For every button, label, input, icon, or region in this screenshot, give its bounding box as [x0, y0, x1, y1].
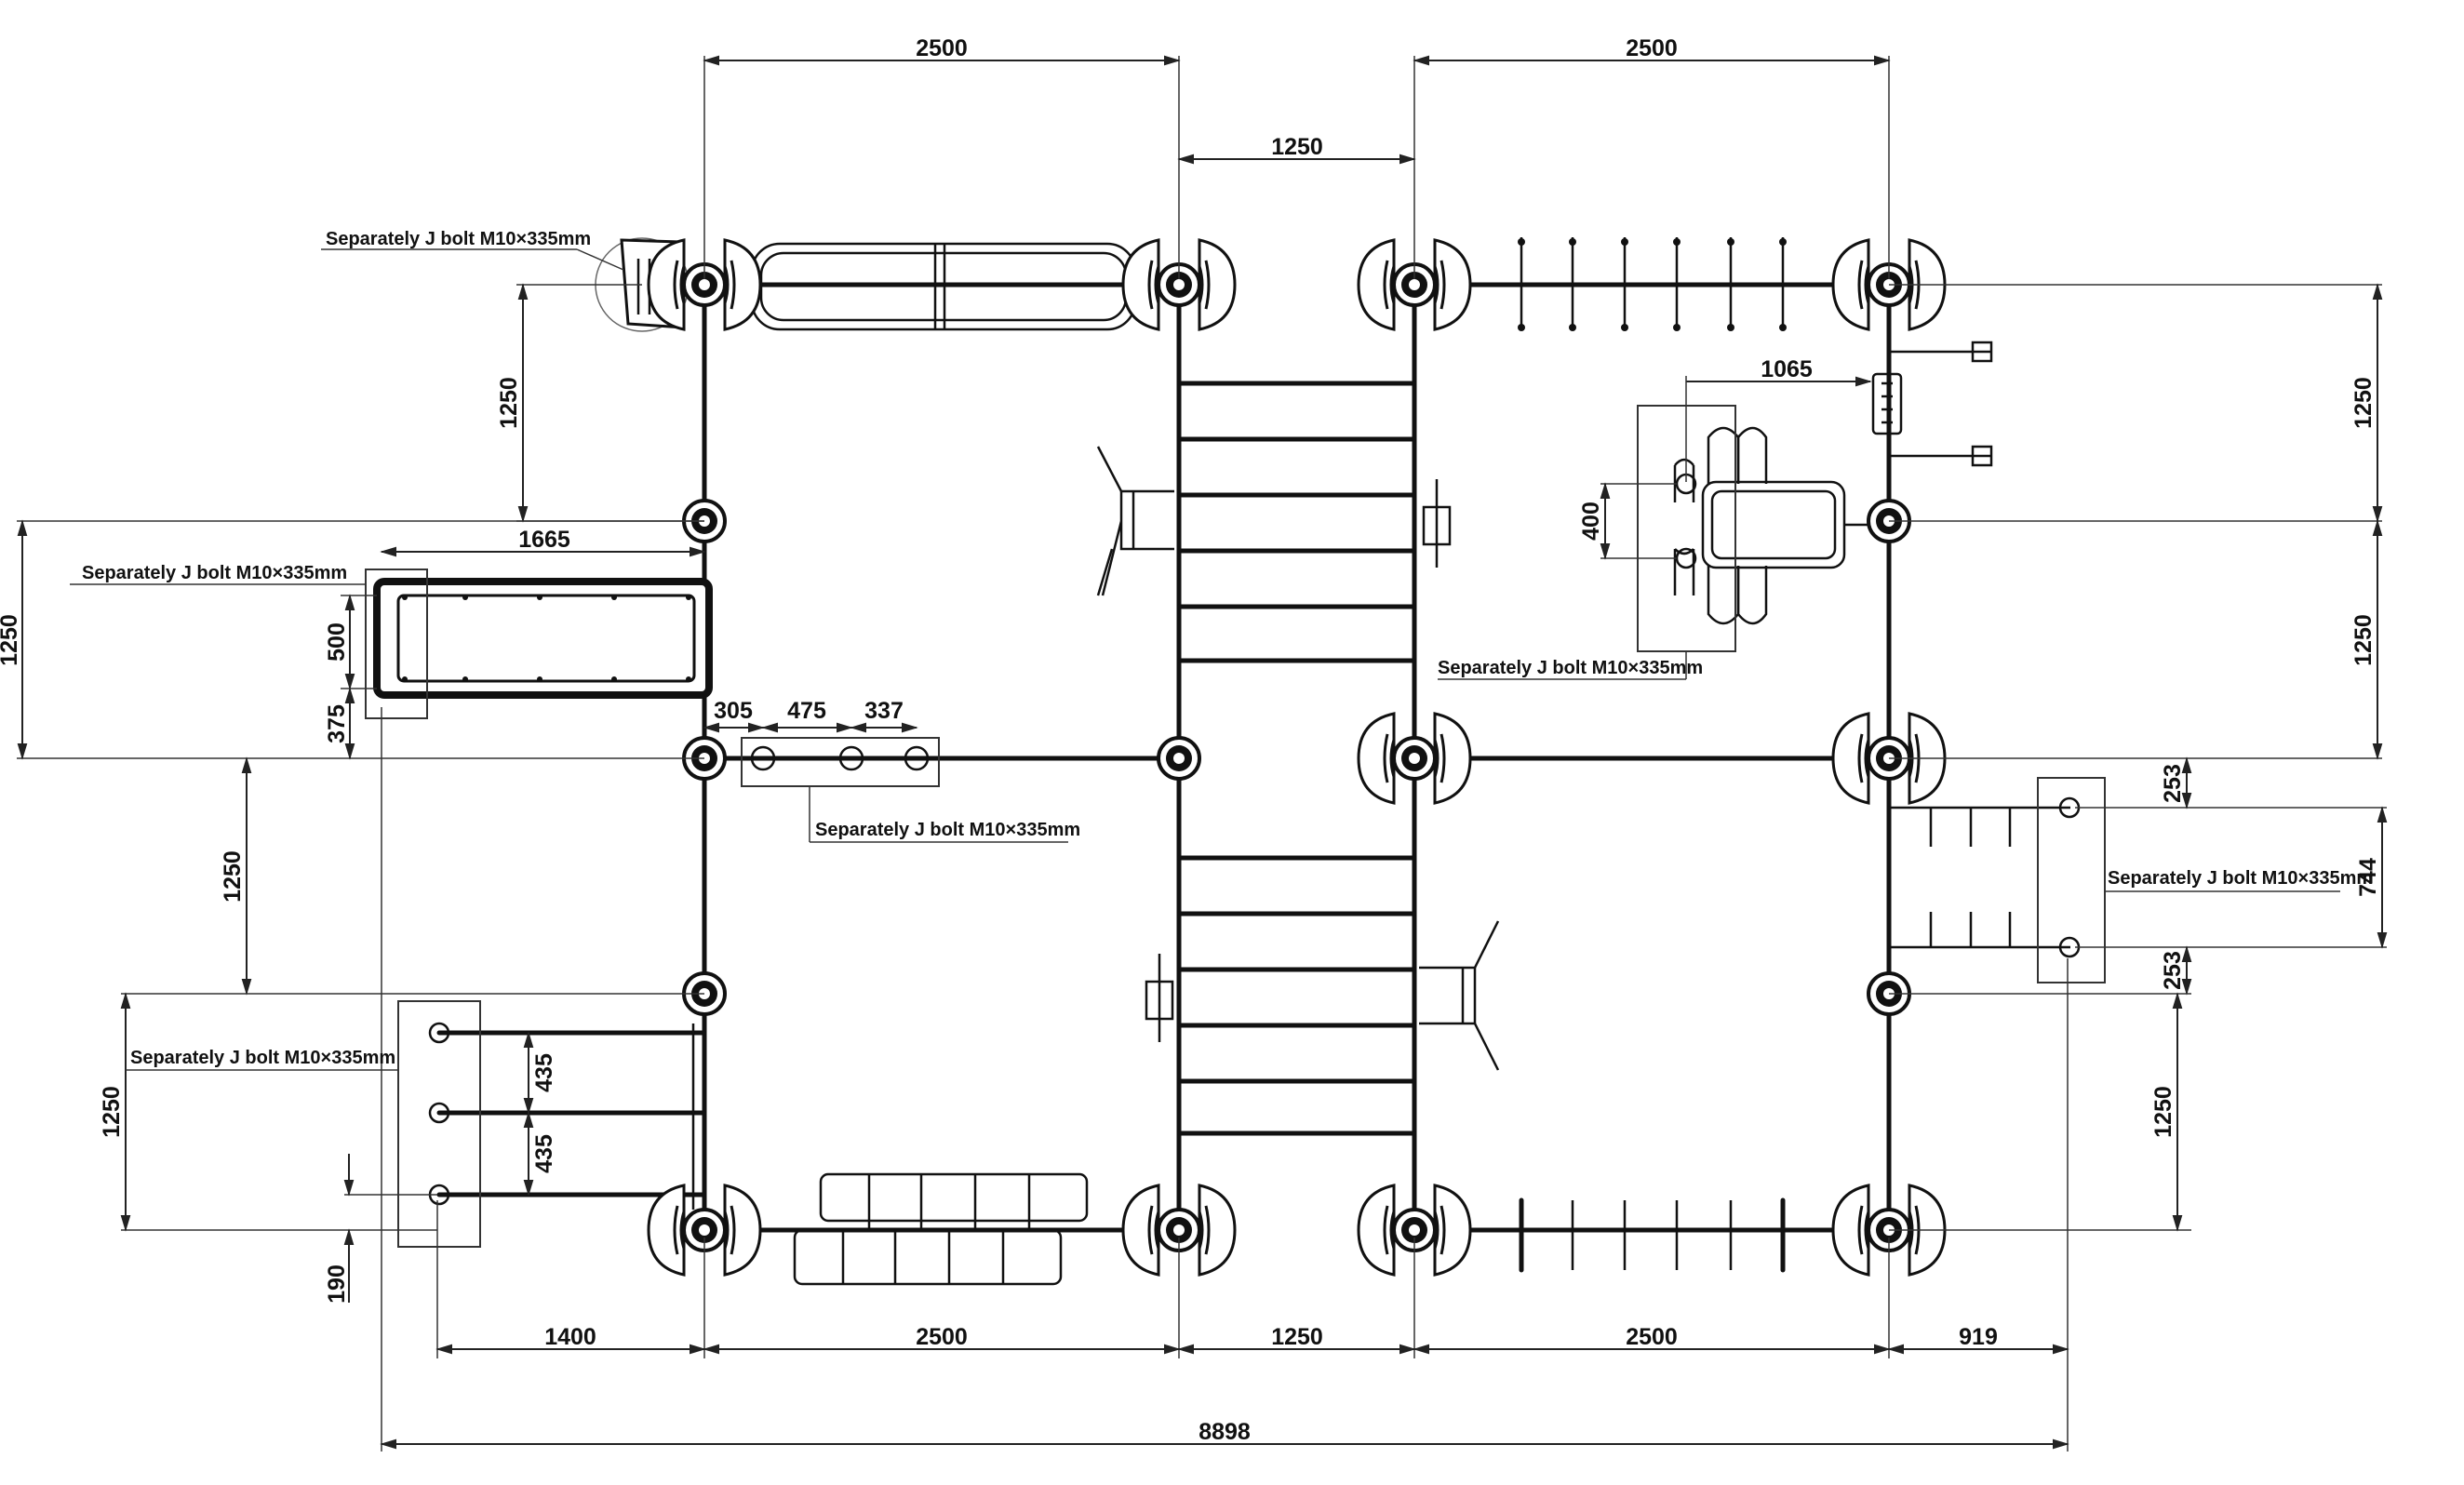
dim-hole-2: 475 — [787, 698, 826, 724]
dim-rung-spacing-1: 435 — [531, 1053, 557, 1092]
peg-bar-bottom — [1519, 1197, 1786, 1273]
dim-lower-height: 1250 — [2350, 614, 2377, 666]
bridge-clamp-upper — [1422, 479, 1452, 568]
dim-top-left: 2500 — [916, 35, 968, 61]
dim-bottom-1: 1400 — [544, 1324, 596, 1350]
dimension-labels: 2500 1250 2500 1400 2500 1250 2500 919 8… — [0, 35, 2381, 1445]
dim-panel-width: 500 — [324, 622, 350, 662]
dim-bottom-4: 2500 — [1626, 1324, 1678, 1350]
frame — [702, 282, 1892, 1233]
dim-slide-offset: 1250 — [496, 377, 522, 429]
bridge-ladder-lower — [1176, 855, 1417, 1136]
post — [1357, 238, 1472, 331]
post — [1121, 1184, 1237, 1277]
situp-bench — [1673, 426, 1889, 625]
dip-station-right — [1419, 920, 1500, 1071]
wall-bracket-top — [1871, 341, 1993, 467]
notes: Separately J bolt M10×335mm Separately J… — [82, 229, 2373, 1068]
dim-hole-1: 305 — [714, 698, 753, 724]
dim-ladder-height: 1250 — [99, 1086, 125, 1138]
note-panel: Separately J bolt M10×335mm — [82, 563, 347, 583]
bottom-ladder — [793, 1172, 1089, 1286]
note-right: Separately J bolt M10×335mm — [2108, 868, 2373, 889]
dim-top-right: 2500 — [1626, 35, 1678, 61]
dim-top-gap: 1250 — [1271, 134, 1323, 160]
posts — [647, 238, 1947, 1277]
dim-panel-length: 1665 — [518, 527, 570, 553]
dim-ladder-bottom: 190 — [324, 1264, 350, 1304]
dim-ladder-offset: 1250 — [220, 850, 246, 903]
post — [1357, 1184, 1472, 1277]
post — [1121, 238, 1237, 331]
bridge-ladder-upper — [1176, 381, 1417, 663]
dim-upper-height: 1250 — [2350, 377, 2377, 429]
dim-bar-spacing: 744 — [2355, 858, 2381, 897]
dim-bottom-5: 919 — [1959, 1324, 1998, 1350]
dim-bar-offset-bottom: 253 — [2160, 951, 2186, 990]
peg-bar-top — [1518, 237, 1787, 331]
dim-rung-spacing-2: 435 — [531, 1134, 557, 1173]
dim-bottom-2: 2500 — [916, 1324, 968, 1350]
dim-overall: 8898 — [1199, 1419, 1251, 1445]
dim-bar-offset-top: 253 — [2160, 764, 2186, 803]
note-bench: Separately J bolt M10×335mm — [1438, 658, 1703, 678]
dim-panel-height: 1250 — [0, 614, 22, 666]
note-middle: Separately J bolt M10×335mm — [815, 820, 1080, 840]
dim-hole-3: 337 — [864, 698, 904, 724]
connection-holes — [750, 745, 930, 771]
note-slide: Separately J bolt M10×335mm — [326, 229, 591, 249]
dim-panel-gap: 375 — [324, 704, 350, 743]
dim-bottom-3: 1250 — [1271, 1324, 1323, 1350]
post — [647, 238, 762, 331]
bridge-clamp-lower — [1145, 954, 1174, 1042]
post — [647, 1184, 762, 1277]
push-up-bars — [1889, 796, 2081, 958]
note-leaders — [70, 248, 2340, 1248]
dim-bottom-height: 1250 — [2150, 1086, 2176, 1138]
dip-station-left — [1096, 446, 1174, 596]
post — [1157, 736, 1201, 781]
panel-plate — [373, 578, 713, 699]
post — [1357, 712, 1472, 805]
dim-bench-length: 1065 — [1761, 356, 1813, 382]
dim-bench-width: 400 — [1578, 502, 1604, 541]
dimension-lines — [17, 55, 2388, 1452]
ladder-bars — [428, 1022, 707, 1210]
note-ladder: Separately J bolt M10×335mm — [130, 1048, 395, 1068]
